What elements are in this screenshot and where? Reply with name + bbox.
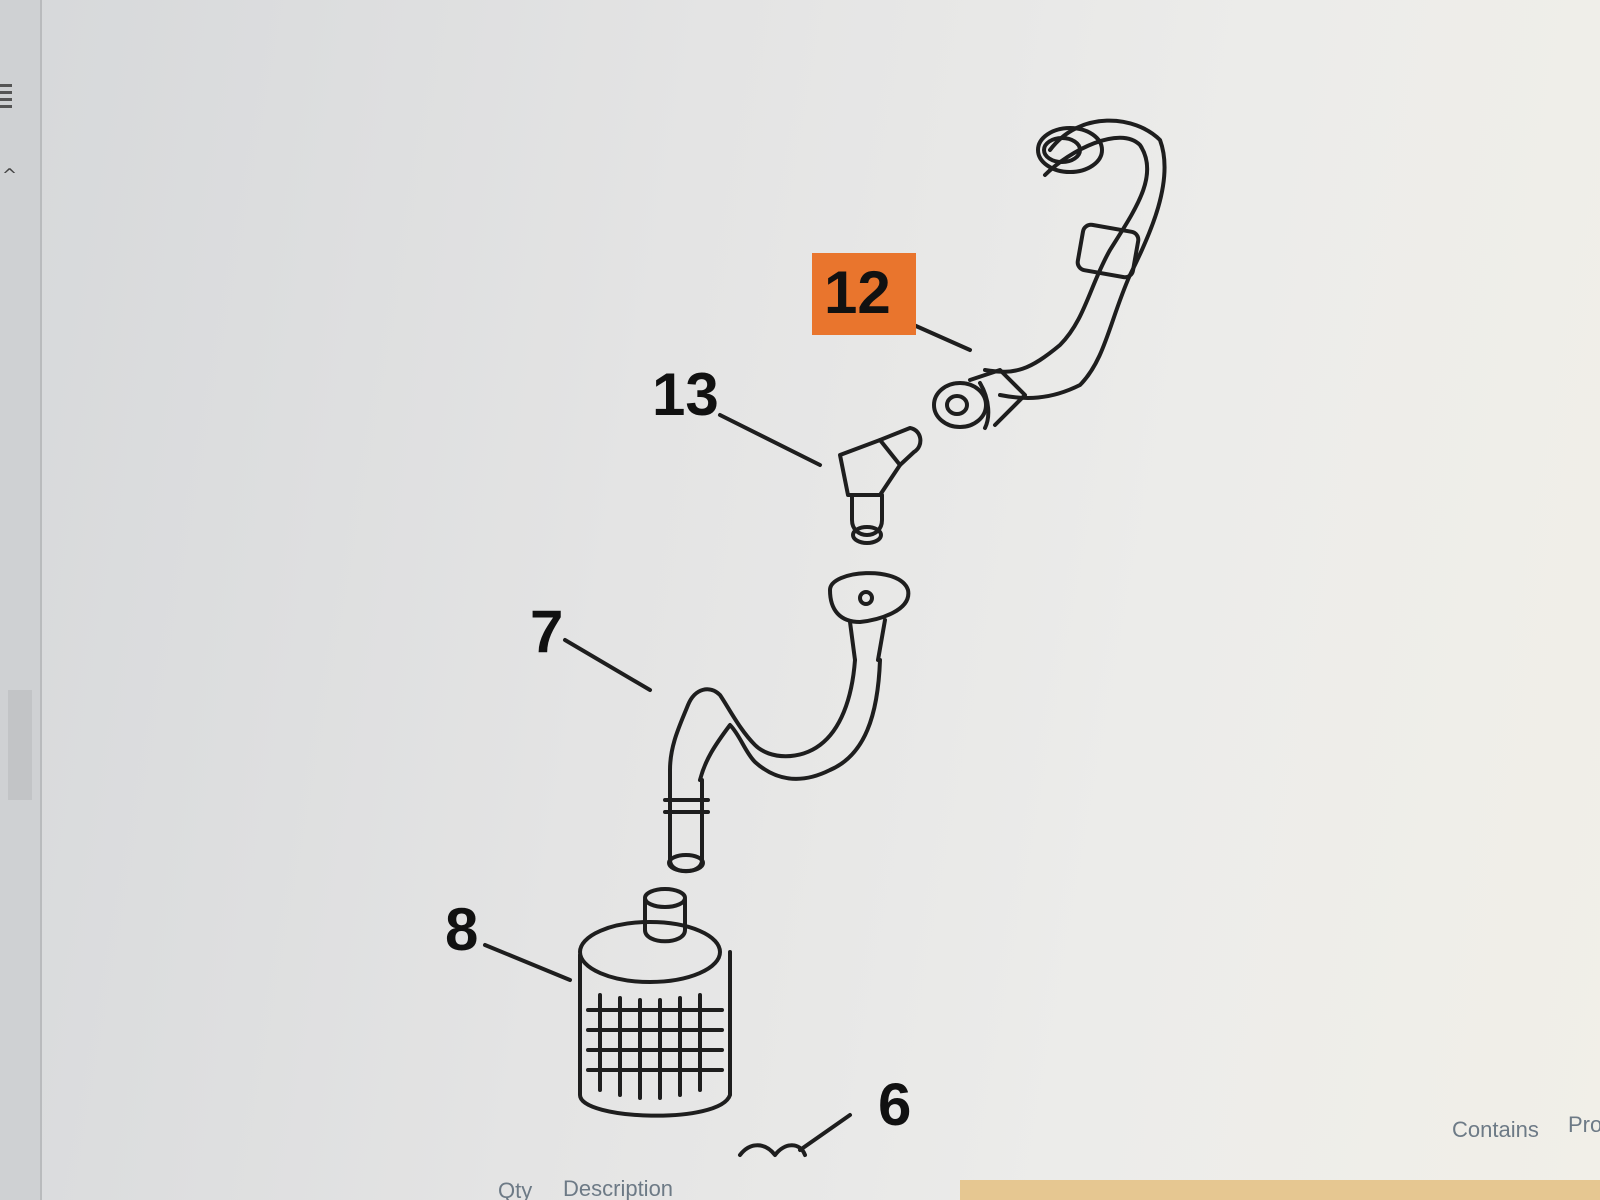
left-sidebar: ^ xyxy=(0,0,42,1200)
leader-line-7 xyxy=(563,638,652,692)
callout-8[interactable]: 8 xyxy=(445,896,478,963)
hamburger-menu-icon[interactable] xyxy=(0,80,12,116)
callout-6[interactable]: 6 xyxy=(878,1071,911,1138)
callout-13[interactable]: 13 xyxy=(652,361,719,428)
part-13-elbow-fitting[interactable] xyxy=(838,426,923,545)
sidebar-tab[interactable] xyxy=(8,690,32,800)
leader-line-8 xyxy=(483,943,572,982)
callout-7[interactable]: 7 xyxy=(530,598,563,665)
callout-12-highlight xyxy=(812,253,916,335)
bottom-panel-strip xyxy=(960,1180,1600,1200)
part-12-fuel-hose[interactable] xyxy=(932,118,1167,430)
parts-diagram: 12 13 7 8 6 xyxy=(40,0,1600,1200)
part-8-fuel-filter[interactable] xyxy=(578,887,732,1118)
column-header-description[interactable]: Description xyxy=(563,1176,674,1200)
column-header-truncated[interactable]: Pro xyxy=(1568,1112,1600,1137)
column-header-contains[interactable]: Contains xyxy=(1452,1117,1539,1142)
leader-line-6 xyxy=(798,1113,852,1152)
callout-12[interactable]: 12 xyxy=(824,259,891,326)
column-header-qty[interactable]: Qty xyxy=(498,1178,533,1200)
part-6-clip[interactable] xyxy=(738,1143,807,1157)
leader-line-13 xyxy=(718,413,822,467)
chevron-up-icon[interactable]: ^ xyxy=(2,165,18,186)
part-7-fuel-line[interactable] xyxy=(663,571,911,874)
